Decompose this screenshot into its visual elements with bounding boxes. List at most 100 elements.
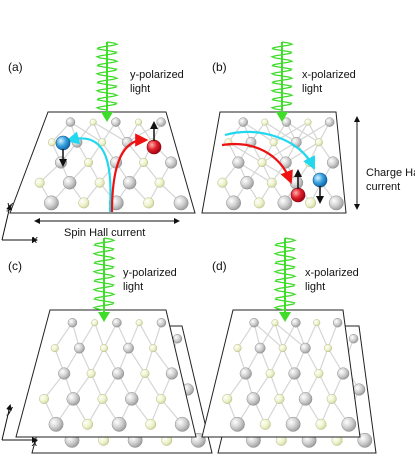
panel-b-spin-up-particle-ball	[290, 187, 306, 203]
current-arrows	[55, 121, 328, 213]
axes-bottom: y x	[1, 404, 38, 449]
panel-d-light-atom	[265, 368, 275, 379]
panel-b-light-atom	[217, 177, 228, 188]
panel-d-light-label-1: x-polarized	[305, 267, 359, 279]
panel-b-light-label-1: x-polarized	[302, 69, 356, 81]
panel-a-layer	[9, 111, 196, 214]
panel-a-heavy-atom	[173, 195, 189, 211]
panel-b-heavy-atom	[281, 117, 292, 127]
panel-d-light-atom	[274, 393, 285, 404]
y-axis-label-top: y	[6, 200, 14, 212]
panel-c-bond	[94, 322, 105, 349]
panel-b-light-atom	[314, 138, 323, 147]
panel-a-light-label-1: y-polarized	[130, 69, 184, 81]
panel-c-light-atom	[82, 418, 94, 430]
panel-d-heavy-atom	[288, 367, 301, 380]
panel-d-back-heavy-atom	[357, 432, 373, 448]
panel-a-bond	[92, 121, 128, 143]
panel-d-heavy-atom	[285, 416, 301, 432]
panel-d-back-heavy-atom	[353, 383, 366, 396]
x-axis-label-bottom: x	[31, 437, 38, 449]
panel-b-light-label-2: light	[302, 83, 322, 95]
panel-c-light-label-1: y-polarized	[123, 267, 177, 279]
spin-hall-label: Spin Hall current	[64, 227, 145, 239]
y-axis-arrow-top	[1, 204, 13, 241]
panel-a-light-atom	[89, 118, 97, 126]
panel-b-red-path	[221, 142, 293, 185]
panel-a-spin-down-particle-spin-head	[59, 159, 67, 167]
panel-b-light-atom	[266, 177, 277, 188]
panel-b-cyan-path	[224, 130, 315, 170]
panel-d-heavy-atom	[298, 392, 313, 406]
panel-a-spin-up-particle-spin-head	[150, 121, 158, 129]
panel-d-layer	[201, 309, 361, 438]
charge-hall-label-2: current	[366, 181, 400, 193]
panel-d-light-atom	[326, 393, 337, 404]
panel-c-heavy-atom	[111, 416, 127, 432]
panel-a-heavy-atom	[43, 195, 59, 211]
panel-c-bond	[138, 322, 154, 349]
panel-c-light-atom	[97, 393, 108, 404]
panel-b-heavy-atom	[324, 117, 335, 127]
panel-c-back-heavy-atom	[172, 333, 183, 344]
panel-b-spin-up-particle-spin-head	[294, 169, 302, 177]
panel-d-light-atom	[315, 418, 327, 430]
panel-d-light-atom	[233, 344, 242, 353]
panel-c-heavy-atom	[125, 392, 139, 406]
panel-b-bond	[261, 141, 297, 164]
panel-b-light-atom	[261, 118, 269, 126]
panel-a-light-beam-wave	[95, 41, 119, 111]
panel-a-light-atom	[154, 177, 165, 188]
panel-c-heavy-atom	[174, 416, 190, 432]
panel-a-light-atom	[34, 177, 45, 188]
panel-c-light-atom	[145, 418, 157, 430]
panel-a-spin-down-particle-ball	[55, 135, 71, 151]
panel-d-light-beam	[273, 237, 297, 322]
panel-c-bond	[54, 322, 73, 349]
panel-b-heavy-atom	[326, 156, 340, 169]
panel-d-light-atom	[313, 319, 321, 327]
panel-a-heavy-atom	[111, 117, 121, 127]
panel-d-light-label-2: light	[305, 281, 325, 293]
panel-b-light-atom	[253, 197, 265, 209]
panel-a-heavy-atom	[62, 175, 77, 190]
panel-b-heavy-atom	[277, 195, 293, 211]
panel-d-heavy-atom	[249, 317, 259, 328]
panel-c-bond	[90, 347, 105, 374]
panel-b-heavy-atom	[226, 195, 241, 211]
panel-a-light-atom	[143, 197, 155, 209]
panel-c-light-atom	[91, 319, 99, 327]
panel-d-bond	[236, 322, 255, 349]
panel-c-heavy-atom	[58, 367, 71, 380]
panel-b-heavy-atom	[238, 117, 248, 127]
panel-d-light-atom	[259, 418, 271, 430]
panel-d-light-atom	[278, 344, 287, 353]
panel-c-letter: (c)	[8, 259, 22, 273]
panel-d-heavy-atom	[291, 317, 301, 328]
panel-c-light-beam-head	[98, 312, 110, 322]
panel-a-light-atom	[94, 177, 105, 188]
x-axis-label-top: x	[31, 234, 38, 246]
y-axis-arrow-bottom	[1, 404, 13, 441]
y-axis-label-bottom: y	[6, 404, 14, 416]
panel-b-light-atom	[305, 197, 317, 209]
panel-d-bond	[274, 322, 306, 349]
panel-b-heavy-atom	[232, 156, 245, 169]
panel-c-heavy-atom	[48, 416, 64, 432]
panel-b-spin-down-particle-spin-head	[316, 196, 324, 204]
panel-d-light-atom	[271, 319, 279, 327]
panel-a-spin-up-particle-ball	[146, 139, 162, 155]
panel-c-heavy-atom	[67, 317, 78, 328]
light-beams	[92, 41, 297, 322]
panel-c-light-atom	[50, 344, 59, 353]
panel-a-light-beam-head	[101, 112, 113, 122]
panel-a-cyan-path	[65, 131, 112, 213]
panel-a-light-atom	[83, 157, 94, 168]
panel-b-bond	[295, 121, 330, 143]
panel-c-light-atom	[135, 319, 143, 327]
panel-c-bond	[103, 322, 118, 349]
panel-c-light-beam-wave	[92, 237, 116, 311]
charge-hall-label-1: Charge Hall	[366, 167, 415, 179]
panel-b-light-atom	[269, 138, 278, 147]
panel-c-light-atom	[155, 393, 166, 404]
